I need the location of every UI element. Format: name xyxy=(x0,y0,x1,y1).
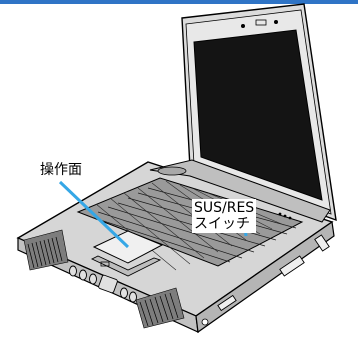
sus-res-switch-label: SUS/RES スイッチ xyxy=(192,199,257,233)
touchpad-label: 操作面 xyxy=(38,162,84,178)
laptop-screen xyxy=(193,29,323,201)
front-buttons xyxy=(69,265,137,303)
right-speaker-grille xyxy=(135,287,185,329)
touchpad-callout-line xyxy=(58,180,130,249)
sus-res-label-line1: SUS/RES xyxy=(194,200,255,216)
sus-res-label-line2: スイッチ xyxy=(194,216,250,232)
top-accent-bar xyxy=(0,0,358,4)
